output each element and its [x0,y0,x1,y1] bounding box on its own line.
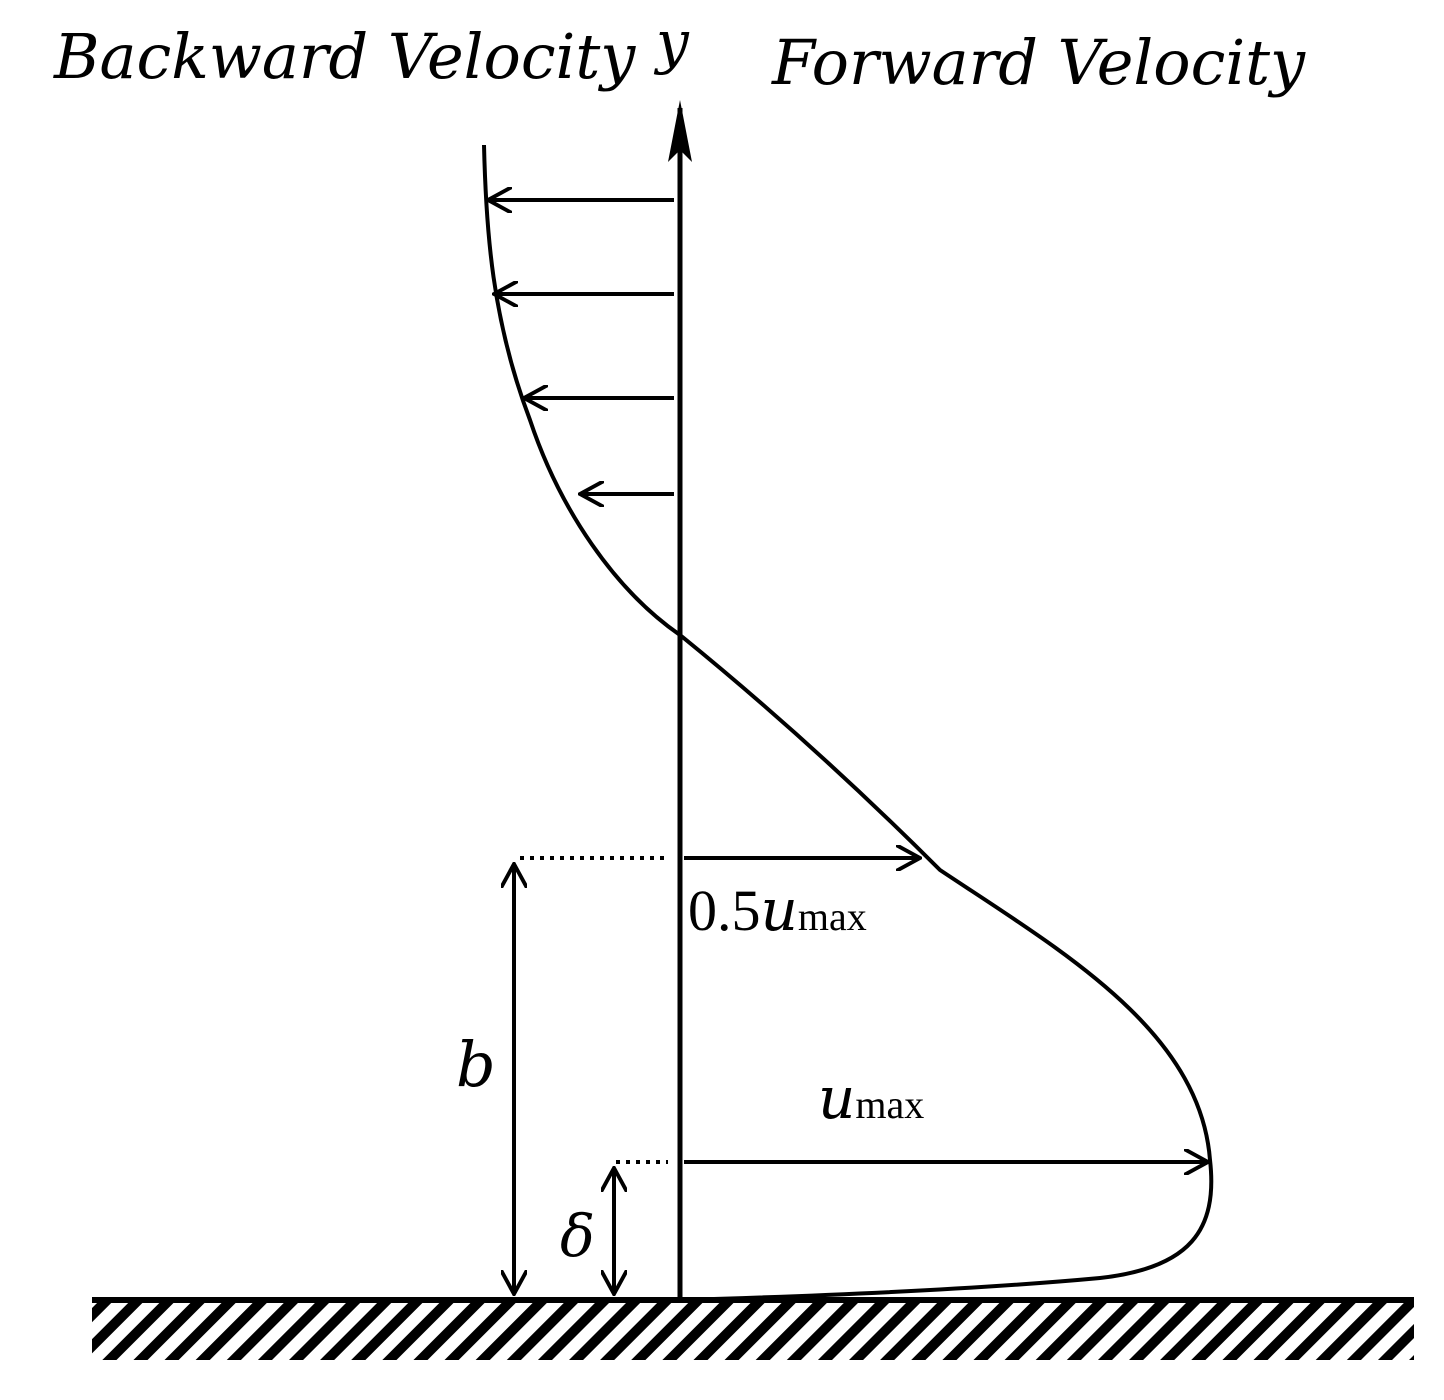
y-axis-label: y [653,8,690,76]
delta-label: δ [560,1202,595,1270]
half-umax-u-symbol: u [761,876,798,944]
forward-velocity-label: Forward Velocity [771,26,1306,99]
velocity-profile-curve [482,144,1214,1302]
umax-label: umax [818,1064,924,1132]
backward-velocity-label: Backward Velocity [53,20,636,93]
half-umax-coefficient: 0.5 [688,878,761,943]
backward-arrows [488,200,674,494]
y-axis-arrowhead [668,100,692,162]
ground-hatching [92,1302,1414,1360]
umax-u-symbol: u [818,1064,855,1132]
ground-wall [92,1297,1414,1360]
half-umax-label: 0.5umax [688,876,867,944]
b-label: b [456,1028,496,1101]
forward-arrows [684,858,1208,1162]
half-umax-subscript: max [798,894,867,939]
umax-subscript: max [855,1082,924,1127]
